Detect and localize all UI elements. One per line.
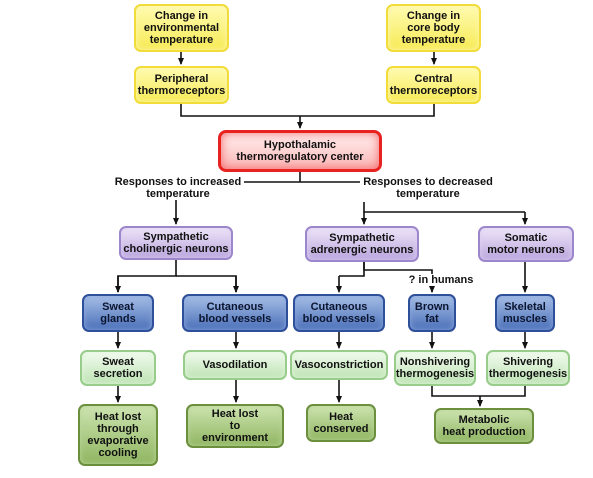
metabolic-heat-box: Metabolic heat production xyxy=(434,408,534,444)
cutaneous-vessels-right-box: Cutaneous blood vessels xyxy=(293,294,385,332)
sympathetic-adrenergic-box: Sympathetic adrenergic neurons xyxy=(305,226,419,262)
decreased-temperature-label: Responses to decreased temperature xyxy=(360,176,496,200)
env-temp-change-box: Change in environmental temperature xyxy=(134,4,229,52)
somatic-motor-box: Somatic motor neurons xyxy=(478,226,574,262)
central-thermoreceptors-box: Central thermoreceptors xyxy=(386,66,481,104)
skeletal-muscles-box: Skeletal muscles xyxy=(495,294,555,332)
heat-lost-environment-box: Heat lost to environment xyxy=(186,404,284,448)
peripheral-thermoreceptors-box: Peripheral thermoreceptors xyxy=(134,66,229,104)
brown-fat-box: Brown fat xyxy=(408,294,456,332)
in-humans-label: ? in humans xyxy=(404,274,478,286)
increased-temperature-label: Responses to increased temperature xyxy=(112,176,244,200)
sweat-secretion-box: Sweat secretion xyxy=(80,350,156,386)
hypothalamic-center-box: Hypothalamic thermoregulatory center xyxy=(218,130,382,172)
core-temp-change-box: Change in core body temperature xyxy=(386,4,481,52)
sweat-glands-box: Sweat glands xyxy=(82,294,154,332)
vasodilation-box: Vasodilation xyxy=(183,350,287,380)
shivering-thermogenesis-box: Shivering thermogenesis xyxy=(486,350,570,386)
vasoconstriction-box: Vasoconstriction xyxy=(290,350,388,380)
sympathetic-cholinergic-box: Sympathetic cholinergic neurons xyxy=(119,226,233,260)
cutaneous-vessels-left-box: Cutaneous blood vessels xyxy=(182,294,288,332)
heat-lost-evaporative-box: Heat lost through evaporative cooling xyxy=(78,404,158,466)
heat-conserved-box: Heat conserved xyxy=(306,404,376,442)
nonshivering-thermogenesis-box: Nonshivering thermogenesis xyxy=(394,350,476,386)
